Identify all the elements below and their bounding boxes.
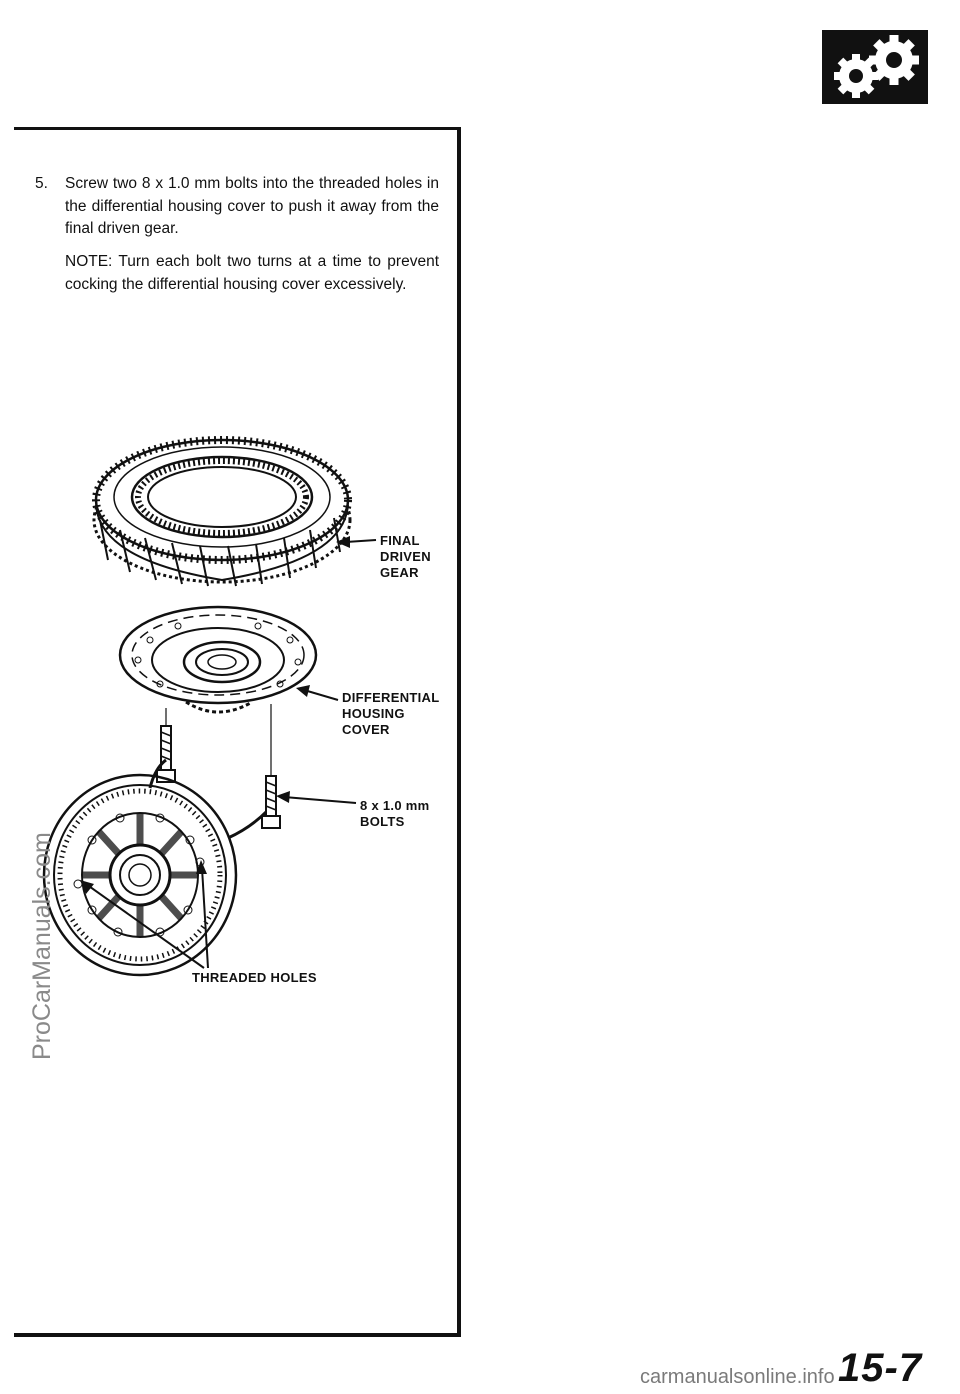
side-watermark: ProCarManuals.com xyxy=(28,832,56,1060)
frame-top-rule xyxy=(14,127,460,130)
procedure-step: 5. Screw two 8 x 1.0 mm bolts into the t… xyxy=(35,173,439,241)
final-driven-gear-drawing xyxy=(92,436,352,587)
gears-icon xyxy=(834,35,919,98)
label-bolts: 8 x 1.0 mm BOLTS xyxy=(360,798,430,829)
frame-right-rule xyxy=(457,127,461,1336)
label-final-driven-gear: FINAL DRIVEN GEAR xyxy=(380,533,431,580)
differential-housing-cover-drawing xyxy=(118,605,318,714)
bolts-drawing xyxy=(156,725,281,829)
transmission-housing-drawing xyxy=(42,758,268,977)
leader-lines xyxy=(85,539,377,969)
label-threaded-holes: THREADED HOLES xyxy=(192,970,317,985)
step-number: 5. xyxy=(35,175,48,192)
step-text: Screw two 8 x 1.0 mm bolts into the thre… xyxy=(65,175,439,237)
footer-site-watermark: carmanualsonline.info xyxy=(640,1366,835,1388)
label-differential-housing-cover: DIFFERENTIAL HOUSING COVER xyxy=(342,690,440,737)
step-note: NOTE: Turn each bolt two turns at a time… xyxy=(65,253,439,293)
leader-arrowheads xyxy=(80,536,350,894)
page-number: 15-7 xyxy=(838,1346,923,1390)
frame-bottom-rule xyxy=(14,1333,461,1337)
section-badge xyxy=(822,30,928,104)
